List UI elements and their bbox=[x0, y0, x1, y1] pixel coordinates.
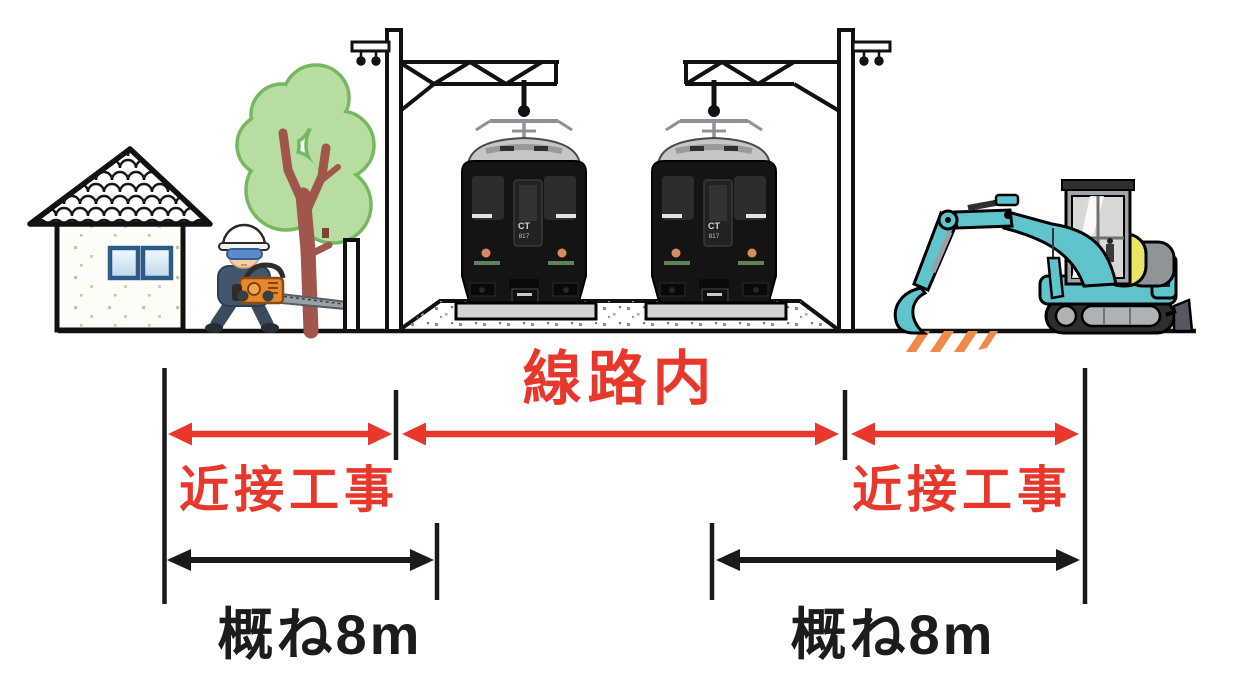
proximity-work-label-right: 近接工事 bbox=[852, 462, 1072, 518]
house-window-right bbox=[140, 245, 174, 281]
proximity-arrow-right bbox=[851, 422, 1079, 446]
dimension-lines bbox=[162, 368, 1088, 604]
distance-arrow-right bbox=[716, 549, 1080, 571]
track-inside-arrow bbox=[402, 422, 839, 446]
catenary-truss bbox=[683, 60, 843, 114]
pole-mast bbox=[385, 28, 403, 333]
pole-bracket bbox=[350, 40, 391, 53]
train-left bbox=[456, 80, 596, 319]
chainsaw-handle bbox=[243, 262, 286, 280]
mini-excavator-icon bbox=[893, 179, 1194, 335]
tree-icon bbox=[235, 63, 376, 339]
helmet-icon bbox=[221, 223, 267, 248]
house-window-left bbox=[107, 245, 141, 281]
boundary-post-icon bbox=[343, 238, 360, 333]
chainsaw-icon bbox=[232, 262, 357, 312]
track-inside-label: 線路内 bbox=[522, 346, 718, 412]
distance-8m-label-left: 概ね8m bbox=[217, 603, 423, 666]
train-right bbox=[646, 80, 786, 319]
excavator-bucket bbox=[893, 286, 929, 335]
house-icon bbox=[27, 146, 213, 333]
excavation-hazard-icon bbox=[906, 331, 998, 352]
excavator-arm bbox=[893, 193, 1118, 335]
proximity-work-label-left: 近接工事 bbox=[179, 462, 399, 518]
catenary-truss bbox=[397, 60, 559, 114]
insulator-icon bbox=[859, 56, 869, 66]
goggles-icon bbox=[226, 248, 263, 260]
pole-mast bbox=[837, 28, 855, 333]
catenary-pole-right-icon bbox=[683, 28, 892, 333]
chainsaw-worker-icon bbox=[205, 223, 357, 333]
insulator-icon bbox=[356, 56, 366, 66]
insulator-icon bbox=[874, 56, 884, 66]
distance-8m-label-right: 概ね8m bbox=[790, 603, 996, 666]
house-roof bbox=[27, 146, 213, 227]
insulator-icon bbox=[371, 56, 381, 66]
catenary-pole-left-icon bbox=[350, 28, 559, 333]
distance-arrow-left bbox=[167, 549, 434, 571]
proximity-arrow-left bbox=[168, 422, 392, 446]
excavator-blade bbox=[1172, 298, 1194, 333]
pole-bracket bbox=[851, 40, 892, 53]
